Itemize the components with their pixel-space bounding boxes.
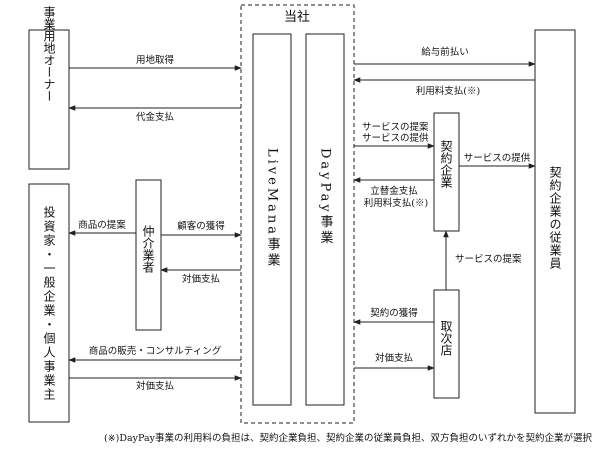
livemana-box	[252, 33, 292, 406]
label-price-payment-broker: 対価支払	[182, 273, 221, 285]
contract-company-box	[433, 112, 460, 232]
label-service-proposal-provision-2: サービスの提供	[362, 132, 429, 144]
label-advance-payment-2: 利用料支払(※)	[364, 197, 428, 209]
label-customer-acquisition: 顧客の獲得	[177, 220, 225, 232]
label-service-proposal: サービスの提案	[455, 253, 522, 265]
investors-label: 投資家・一般企業・個人事業主	[42, 205, 56, 402]
label-land-acquisition: 用地取得	[136, 54, 175, 66]
employees-label: 契約企業の従業員	[548, 166, 562, 270]
livemana-label: LiveMana事業	[265, 148, 281, 269]
landowner-box	[28, 29, 70, 170]
daypay-label: DayPay事業	[318, 148, 334, 247]
label-service-provision: サービスの提供	[464, 152, 531, 164]
label-salary-advance: 給与前払い	[421, 46, 469, 58]
daypay-box	[305, 33, 345, 406]
contract-company-label: 契約企業	[439, 140, 453, 188]
label-price-payment-agency: 対価支払	[375, 352, 414, 364]
company-boundary	[240, 4, 355, 424]
employees-box	[534, 29, 576, 414]
label-payment-to-owner: 代金支払	[136, 111, 175, 123]
broker-box	[135, 179, 162, 331]
footnote: (※)DayPay事業の利用料の負担は、契約企業負担、契約企業の従業員負担、双方…	[104, 432, 593, 444]
label-sales-consulting: 商品の販売・コンサルティング	[89, 345, 222, 357]
label-usage-fee-payment: 利用料支払(※)	[416, 85, 480, 97]
label-service-proposal-provision-1: サービスの提案	[362, 121, 429, 133]
investors-box	[28, 183, 70, 423]
company-title: 当社	[284, 9, 310, 25]
label-price-payment-investors: 対価支払	[136, 380, 175, 392]
label-advance-payment-1: 立替金支払	[370, 185, 418, 197]
broker-label: 仲介業者	[141, 225, 155, 274]
label-contract-acquisition: 契約の獲得	[370, 307, 418, 319]
label-product-proposal: 商品の提案	[78, 219, 126, 231]
agency-label: 取次店	[439, 320, 453, 356]
landowner-label: 事業用地オーナー	[42, 6, 56, 102]
